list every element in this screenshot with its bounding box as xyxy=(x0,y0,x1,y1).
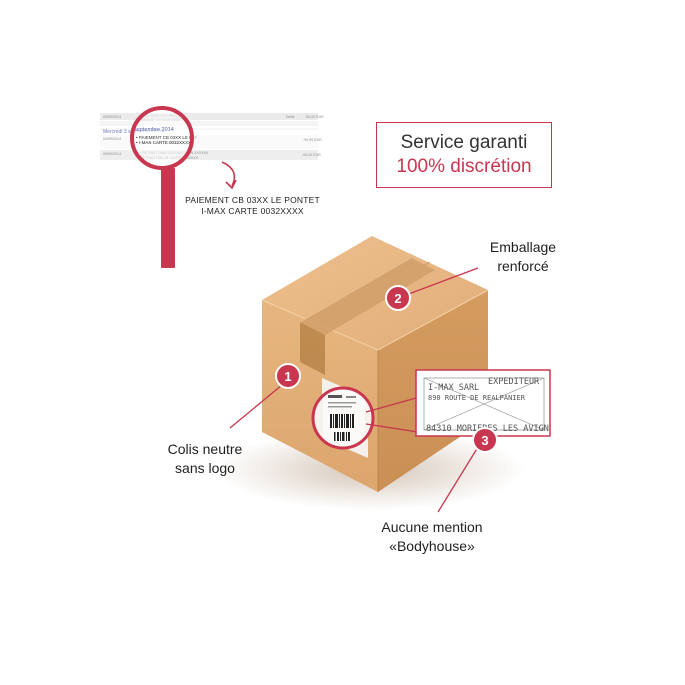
svg-text:05/09/2014: 05/09/2014 xyxy=(103,152,121,156)
svg-text:04/09/2014: 04/09/2014 xyxy=(103,137,121,141)
packing-tape xyxy=(299,257,435,375)
service-guarantee-box: Service garanti 100% discrétion xyxy=(376,122,552,188)
leader-lines xyxy=(229,267,479,513)
sender-label: EXPEDITEUR I-MAX SARL 890 ROUTE DE REALP… xyxy=(415,369,551,437)
barcode-icon xyxy=(311,386,375,450)
curved-arrow-icon xyxy=(221,161,237,190)
svg-text:• PAIEMENT CB 03XX LE PONTET: • PAIEMENT CB 03XX LE PONTET xyxy=(136,135,208,140)
statement-callout: PAIEMENT CB 03XX LE PONTET I-MAX CARTE 0… xyxy=(180,195,325,217)
sender-label-street: 890 ROUTE DE REALPANIER xyxy=(428,394,526,402)
svg-text:-00,00 EUR: -00,00 EUR xyxy=(305,115,324,119)
badge-2-number: 2 xyxy=(394,291,401,306)
number-badge-icon: 1 2 3 xyxy=(275,285,498,453)
sender-label-title: EXPEDITEUR xyxy=(488,377,540,387)
svg-text:-00,00 EUR: -00,00 EUR xyxy=(302,153,321,157)
magnifier-icon: septembre 2014 • PAIEMENT CB 03XX LE PON… xyxy=(130,106,208,268)
callout-no-mention: Aucune mention «Bodyhouse» xyxy=(362,518,502,556)
callout-1-line-1: Colis neutre xyxy=(167,441,243,457)
callout-neutral-parcel: Colis neutre sans logo xyxy=(150,440,260,478)
callout-3-line-2: «Bodyhouse» xyxy=(389,538,475,554)
badge-3-number: 3 xyxy=(481,433,488,448)
callout-2-line-1: Emballage xyxy=(489,239,557,255)
badge-1-number: 1 xyxy=(284,369,291,384)
callout-3-line-1: Aucune mention xyxy=(381,519,483,535)
svg-text:-99,99 EUR: -99,99 EUR xyxy=(303,138,322,142)
statement-line-1: PAIEMENT CB 03XX LE PONTET xyxy=(185,195,320,205)
callout-2-line-2: renforcé xyxy=(497,258,549,274)
svg-text:septembre 2014: septembre 2014 xyxy=(134,127,174,133)
sender-label-company: I-MAX SARL xyxy=(428,383,479,393)
svg-text:03/09/2014: 03/09/2014 xyxy=(103,115,121,119)
callout-reinforced-packaging: Emballage renforcé xyxy=(468,238,578,276)
svg-text:Débit: Débit xyxy=(286,115,294,119)
service-line-2: 100% discrétion xyxy=(396,156,532,177)
svg-text:• I-MAX CARTE 0032XXXX: • I-MAX CARTE 0032XXXX xyxy=(136,140,191,145)
callout-1-line-2: sans logo xyxy=(175,460,235,476)
service-line-1: Service garanti xyxy=(400,132,528,153)
statement-line-2: I-MAX CARTE 0032XXXX xyxy=(201,206,304,216)
